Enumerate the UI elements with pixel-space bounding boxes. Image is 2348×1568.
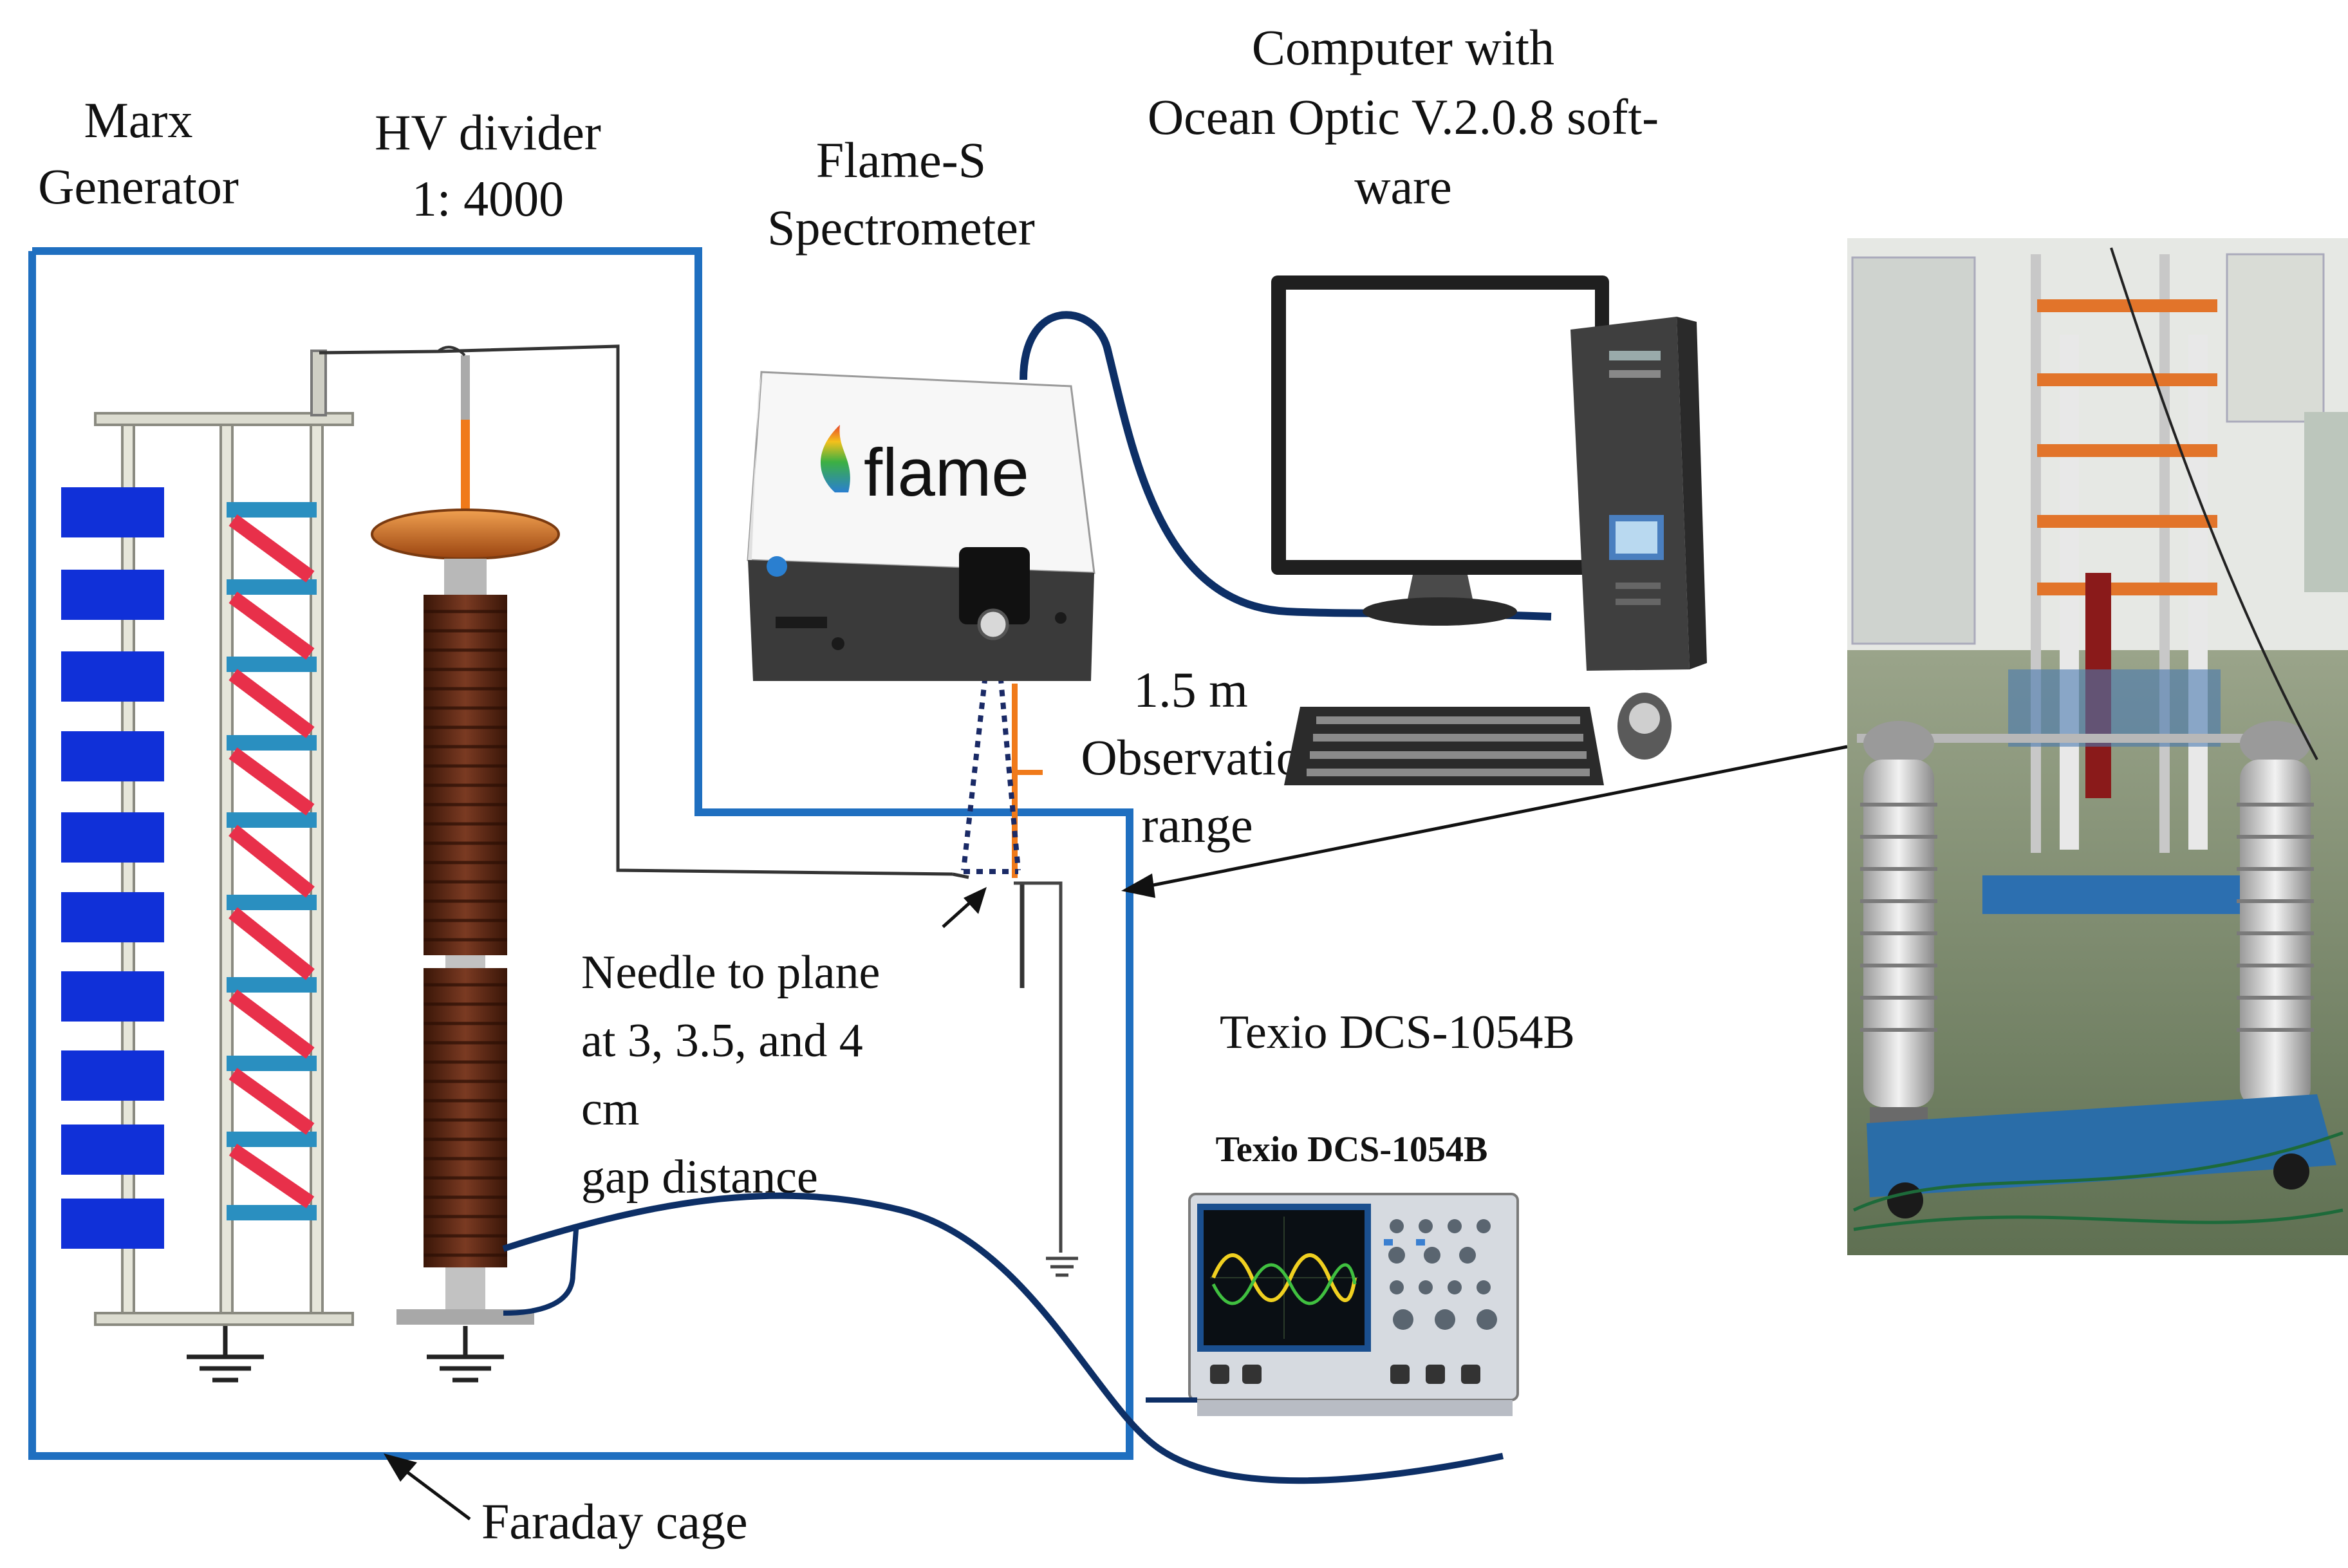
computer-label-line3: ware	[1354, 158, 1452, 214]
oscilloscope-caption: Texio DCS-1054B	[1216, 1130, 1488, 1170]
probe-cable	[502, 1192, 1504, 1484]
flame-logo-text: flame	[864, 435, 1029, 510]
photo-pointer-arrowhead	[1121, 873, 1155, 898]
marx-resistor-ladder	[227, 502, 317, 1220]
hv-divider-label-line1: HV divider	[375, 104, 601, 160]
computer-label-line2: Ocean Optic V.2.0.8 soft-	[1148, 89, 1659, 145]
marx-capacitors	[61, 487, 164, 1249]
orange-wire	[1012, 684, 1018, 878]
needle-label-line3: cm	[581, 1083, 639, 1135]
needle-arrowhead	[964, 887, 987, 914]
needle-label-line2: at 3, 3.5, and 4	[581, 1014, 863, 1067]
needle-plane-electrodes	[1012, 684, 1063, 1253]
flame-icon	[820, 425, 850, 492]
needle-label-line1: Needle to plane	[581, 946, 880, 999]
hv-divider-label-line2: 1: 4000	[412, 171, 564, 227]
hv-divider	[371, 355, 560, 1325]
marx-label-line1: Marx	[84, 92, 193, 148]
observation-label-line1: Observation	[1081, 729, 1326, 785]
photo-pointer-line	[1153, 745, 1848, 887]
flame-label-line1: Flame-S	[816, 132, 986, 188]
marx-label-line2: Generator	[38, 158, 239, 214]
faraday-arrowhead	[384, 1453, 417, 1482]
oscilloscope-icon: Texio DCS-1054B	[1188, 1130, 1519, 1416]
observation-cone	[961, 651, 1021, 874]
hv-lead-wire	[319, 344, 953, 876]
observation-label-line2: range	[1141, 797, 1253, 853]
faraday-cage-label: Faraday cage	[481, 1493, 748, 1549]
flame-spectrometer: flame	[747, 371, 1095, 681]
ground-icon	[427, 1326, 504, 1383]
faraday-cage-outline	[28, 247, 1133, 1460]
marx-generator	[61, 350, 354, 1326]
ground-icon	[1046, 1256, 1078, 1277]
oscilloscope-label: Texio DCS-1054B	[1220, 1006, 1575, 1059]
flame-label-line2: Spectrometer	[767, 200, 1035, 256]
distance-label: 1.5 m	[1133, 662, 1248, 718]
computer-label-line1: Computer with	[1252, 19, 1554, 75]
test-setup-photo	[1847, 238, 2348, 1255]
computer-icon	[1271, 275, 1707, 785]
ground-icon	[187, 1326, 264, 1383]
